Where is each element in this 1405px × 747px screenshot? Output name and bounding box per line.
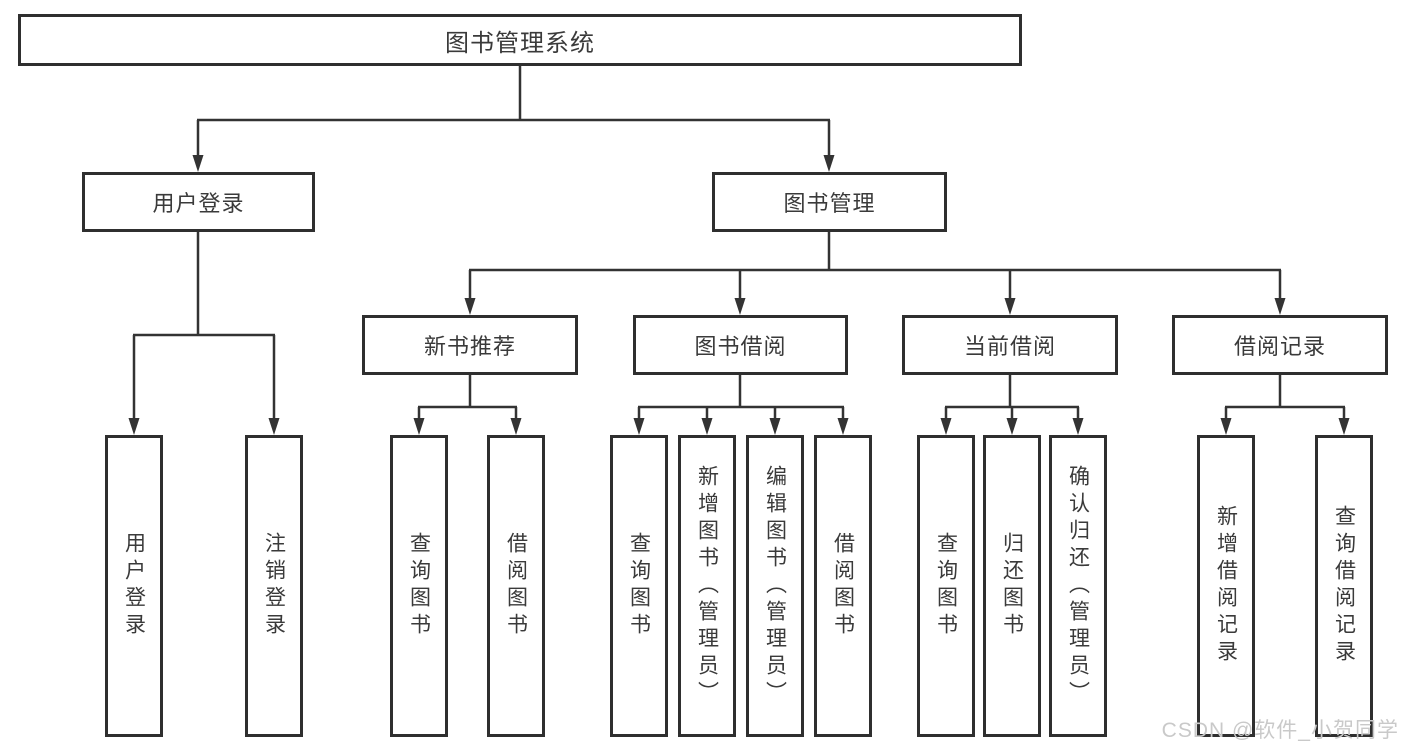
leaf-rec-borrow-books: 借阅图书 [487, 435, 545, 737]
leaf-logout-label: 注销登录 [262, 532, 286, 640]
connector-borrow-records-to-leaves [1220, 375, 1350, 435]
leaf-bb-borrow-books-label: 借阅图书 [831, 532, 855, 640]
connector-user-login-to-leaves [128, 232, 280, 435]
leaf-user-login-label: 用户登录 [122, 532, 146, 640]
leaf-br-query-record-label: 查询借阅记录 [1332, 505, 1356, 667]
leaf-bb-query-books: 查询图书 [610, 435, 668, 737]
node-current-borrow-label: 当前借阅 [963, 334, 1056, 359]
node-book-mgmt-label: 图书管理 [783, 191, 876, 216]
leaf-rec-query-books: 查询图书 [390, 435, 448, 737]
leaf-cb-return-books: 归还图书 [983, 435, 1041, 737]
leaf-user-login: 用户登录 [105, 435, 163, 737]
node-book-mgmt: 图书管理 [712, 172, 947, 232]
node-current-borrow: 当前借阅 [902, 315, 1118, 375]
watermark: CSDN @软件_小贺同学 [1161, 719, 1399, 742]
leaf-logout: 注销登录 [245, 435, 303, 737]
leaf-cb-query-books-label: 查询图书 [934, 532, 958, 640]
connector-new-book-rec-to-leaves [413, 375, 522, 435]
leaf-cb-query-books: 查询图书 [917, 435, 975, 737]
leaf-br-query-record: 查询借阅记录 [1315, 435, 1373, 737]
leaf-bb-add-books-admin: 新增图书（管理员） [678, 435, 736, 737]
leaf-cb-confirm-return-admin: 确认归还（管理员） [1049, 435, 1107, 737]
connector-book-borrow-to-leaves [633, 375, 849, 435]
leaf-rec-borrow-books-label: 借阅图书 [504, 532, 528, 640]
leaf-bb-edit-books-admin-label: 编辑图书（管理员） [763, 464, 787, 708]
node-book-borrow-label: 图书借阅 [694, 334, 787, 359]
node-user-login: 用户登录 [82, 172, 315, 232]
leaf-cb-return-books-label: 归还图书 [1000, 532, 1024, 640]
leaf-br-add-record: 新增借阅记录 [1197, 435, 1255, 737]
leaf-br-add-record-label: 新增借阅记录 [1214, 505, 1238, 667]
leaf-cb-confirm-return-admin-label: 确认归还（管理员） [1066, 464, 1090, 708]
node-user-login-label: 用户登录 [152, 191, 245, 216]
node-borrow-records: 借阅记录 [1172, 315, 1388, 375]
node-book-borrow: 图书借阅 [633, 315, 848, 375]
node-borrow-records-label: 借阅记录 [1233, 334, 1326, 359]
connector-book-mgmt-to-level3 [464, 232, 1286, 315]
node-root: 图书管理系统 [18, 14, 1022, 66]
connector-current-borrow-to-leaves [940, 375, 1084, 435]
leaf-bb-add-books-admin-label: 新增图书（管理员） [695, 464, 719, 708]
leaf-bb-borrow-books: 借阅图书 [814, 435, 872, 737]
leaf-rec-query-books-label: 查询图书 [407, 532, 431, 640]
node-new-book-rec: 新书推荐 [362, 315, 578, 375]
leaf-bb-query-books-label: 查询图书 [627, 532, 651, 640]
node-new-book-rec-label: 新书推荐 [423, 334, 516, 359]
leaf-bb-edit-books-admin: 编辑图书（管理员） [746, 435, 804, 737]
connector-root-to-level2 [192, 66, 835, 172]
node-root-label: 图书管理系统 [445, 29, 595, 57]
